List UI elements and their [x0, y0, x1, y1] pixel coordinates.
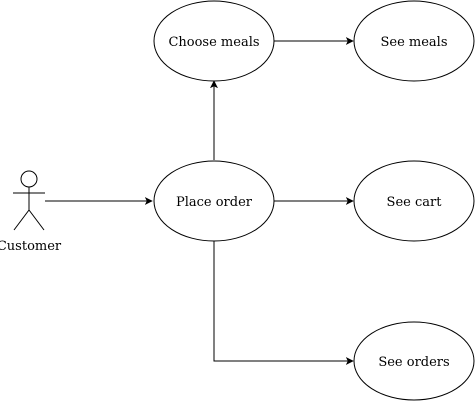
- actor-customer[interactable]: Customer: [0, 170, 62, 254]
- use-case-ellipse: [353, 0, 475, 82]
- use-case-choose-meals[interactable]: Choose meals: [153, 0, 275, 82]
- use-case-see-cart[interactable]: See cart: [353, 160, 475, 242]
- use-case-label: See meals: [380, 35, 447, 50]
- actor-left-leg: [13, 209, 30, 231]
- use-case-label: Choose meals: [168, 35, 259, 50]
- use-case-ellipse: [153, 0, 275, 82]
- edges: [45, 37, 354, 365]
- actor-head: [20, 170, 38, 188]
- use-case-ellipse: [353, 160, 475, 242]
- actor-right-leg: [28, 209, 45, 231]
- use-case-see-meals[interactable]: See meals: [353, 0, 475, 82]
- use-case-label: See orders: [378, 355, 449, 370]
- edge-place-order-to-see-orders: [213, 241, 354, 365]
- use-case-label: See cart: [387, 195, 443, 210]
- use-case-see-orders[interactable]: See orders: [353, 321, 475, 401]
- use-case-place-order[interactable]: Place order: [153, 160, 275, 242]
- use-case-ellipse: [353, 321, 475, 401]
- actor-label: Customer: [0, 239, 62, 254]
- use-case-label: Place order: [176, 195, 253, 210]
- use-case-ellipse: [153, 160, 275, 242]
